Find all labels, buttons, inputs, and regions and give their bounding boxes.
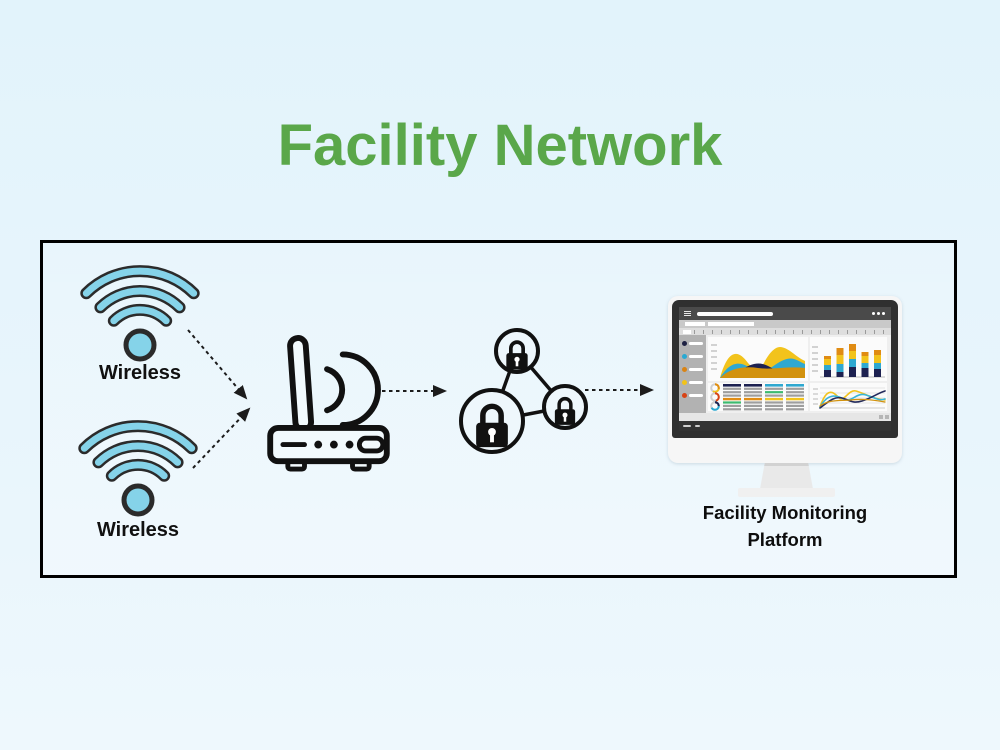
app-toolbar-ruler: [679, 328, 891, 335]
platform-label-line1: Facility Monitoring: [702, 502, 868, 523]
platform-label-line2: Platform: [747, 529, 823, 550]
wifi-signal-icon: [78, 420, 198, 517]
horizontal-scrollbar: [679, 413, 891, 421]
monitor-screen: [679, 307, 891, 431]
app-statusbar: [679, 421, 891, 431]
wireless-top-label: Wireless: [98, 362, 182, 384]
kpi-table-with-gauges: [708, 383, 808, 411]
padlock-icon: [554, 396, 576, 425]
monitor-stand-neck: [760, 463, 813, 489]
wireless-bottom-label: Wireless: [96, 519, 180, 541]
monitor-stand-base: [738, 488, 835, 497]
connector-arrows: [187, 329, 654, 469]
lock-circle-small: [542, 384, 588, 430]
dashboard-monitor-icon: [668, 296, 902, 463]
padlock-icon: [506, 340, 528, 370]
wifi-signal-icon: [80, 265, 200, 362]
area-chart: [708, 337, 808, 381]
hamburger-menu-icon: [684, 311, 691, 316]
padlock-icon: [476, 403, 508, 448]
dashboard-content: [706, 335, 891, 413]
wifi-router-icon: [267, 335, 390, 472]
app-topbar: [679, 307, 891, 320]
padlock-network-icon: [459, 328, 588, 454]
monitor-bezel: [672, 300, 898, 438]
app-sidebar: [679, 335, 706, 413]
app-tab-row: [679, 320, 891, 328]
platform-label: Facility Monitoring Platform: [660, 499, 910, 553]
stacked-bar-chart: [810, 337, 887, 381]
line-chart: [810, 383, 887, 411]
page-title: Facility Network: [277, 113, 723, 178]
arrow-wireless-top-to-router: [187, 329, 248, 400]
address-bar: [697, 311, 773, 316]
window-dots-icon: [872, 312, 885, 315]
